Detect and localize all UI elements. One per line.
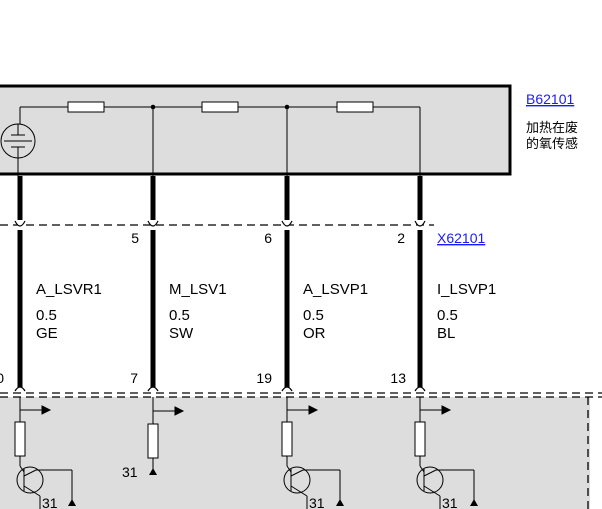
pin-bottom-number: 13 <box>390 370 406 386</box>
driver-circuit <box>281 397 341 509</box>
wire-m-lsv1[interactable] <box>147 176 159 392</box>
wire-i-lsvp1[interactable] <box>414 176 426 392</box>
wire-a-lsvp1[interactable] <box>281 176 293 392</box>
wire-color-code: BL <box>437 325 455 342</box>
ground-label: 31 <box>309 495 325 509</box>
ground-label: 31 <box>42 495 58 509</box>
ground-icon <box>470 499 478 506</box>
pin-top-number: 2 <box>397 230 405 246</box>
heater-circuit <box>19 101 421 176</box>
pin-bottom-number: 7 <box>130 370 138 386</box>
pin-bottom-number: 0 <box>0 370 4 386</box>
wire-color-code: OR <box>303 325 326 342</box>
component-description-line1: 加热在废 <box>526 120 578 135</box>
pin-top-number: 5 <box>131 230 139 246</box>
wire-gauge: 0.5 <box>303 307 324 324</box>
driver-circuit <box>414 397 475 509</box>
ground-label: 31 <box>122 464 138 480</box>
wire-gauge: 0.5 <box>437 307 458 324</box>
pin-top-number: 6 <box>264 230 272 246</box>
wire-gauge: 0.5 <box>36 307 57 324</box>
signal-name: I_LSVP1 <box>437 281 496 298</box>
ground-label: 31 <box>442 495 458 509</box>
sensor-element-icon <box>0 123 36 176</box>
ground-icon <box>149 468 157 475</box>
component-id-link[interactable]: B62101 <box>526 91 574 107</box>
pin-bottom-number: 19 <box>256 370 272 386</box>
signal-name: A_LSVP1 <box>303 281 368 298</box>
driver-circuit <box>147 397 185 472</box>
junction-dot <box>150 104 290 110</box>
wire-color-code: SW <box>169 325 194 342</box>
wire-color-code: GE <box>36 325 58 342</box>
signal-name: A_LSVR1 <box>36 281 102 298</box>
signal-name: M_LSV1 <box>169 281 227 298</box>
component-box <box>0 84 512 176</box>
control-unit-box <box>0 397 590 509</box>
driver-circuit <box>14 397 73 509</box>
wire-gauge: 0.5 <box>169 307 190 324</box>
connector-id-link[interactable]: X62101 <box>437 230 485 246</box>
wire-a-lsvr1[interactable] <box>14 176 26 392</box>
ground-icon <box>68 499 76 506</box>
ground-icon <box>336 499 344 506</box>
component-description-line2: 的氧传感 <box>526 136 578 151</box>
